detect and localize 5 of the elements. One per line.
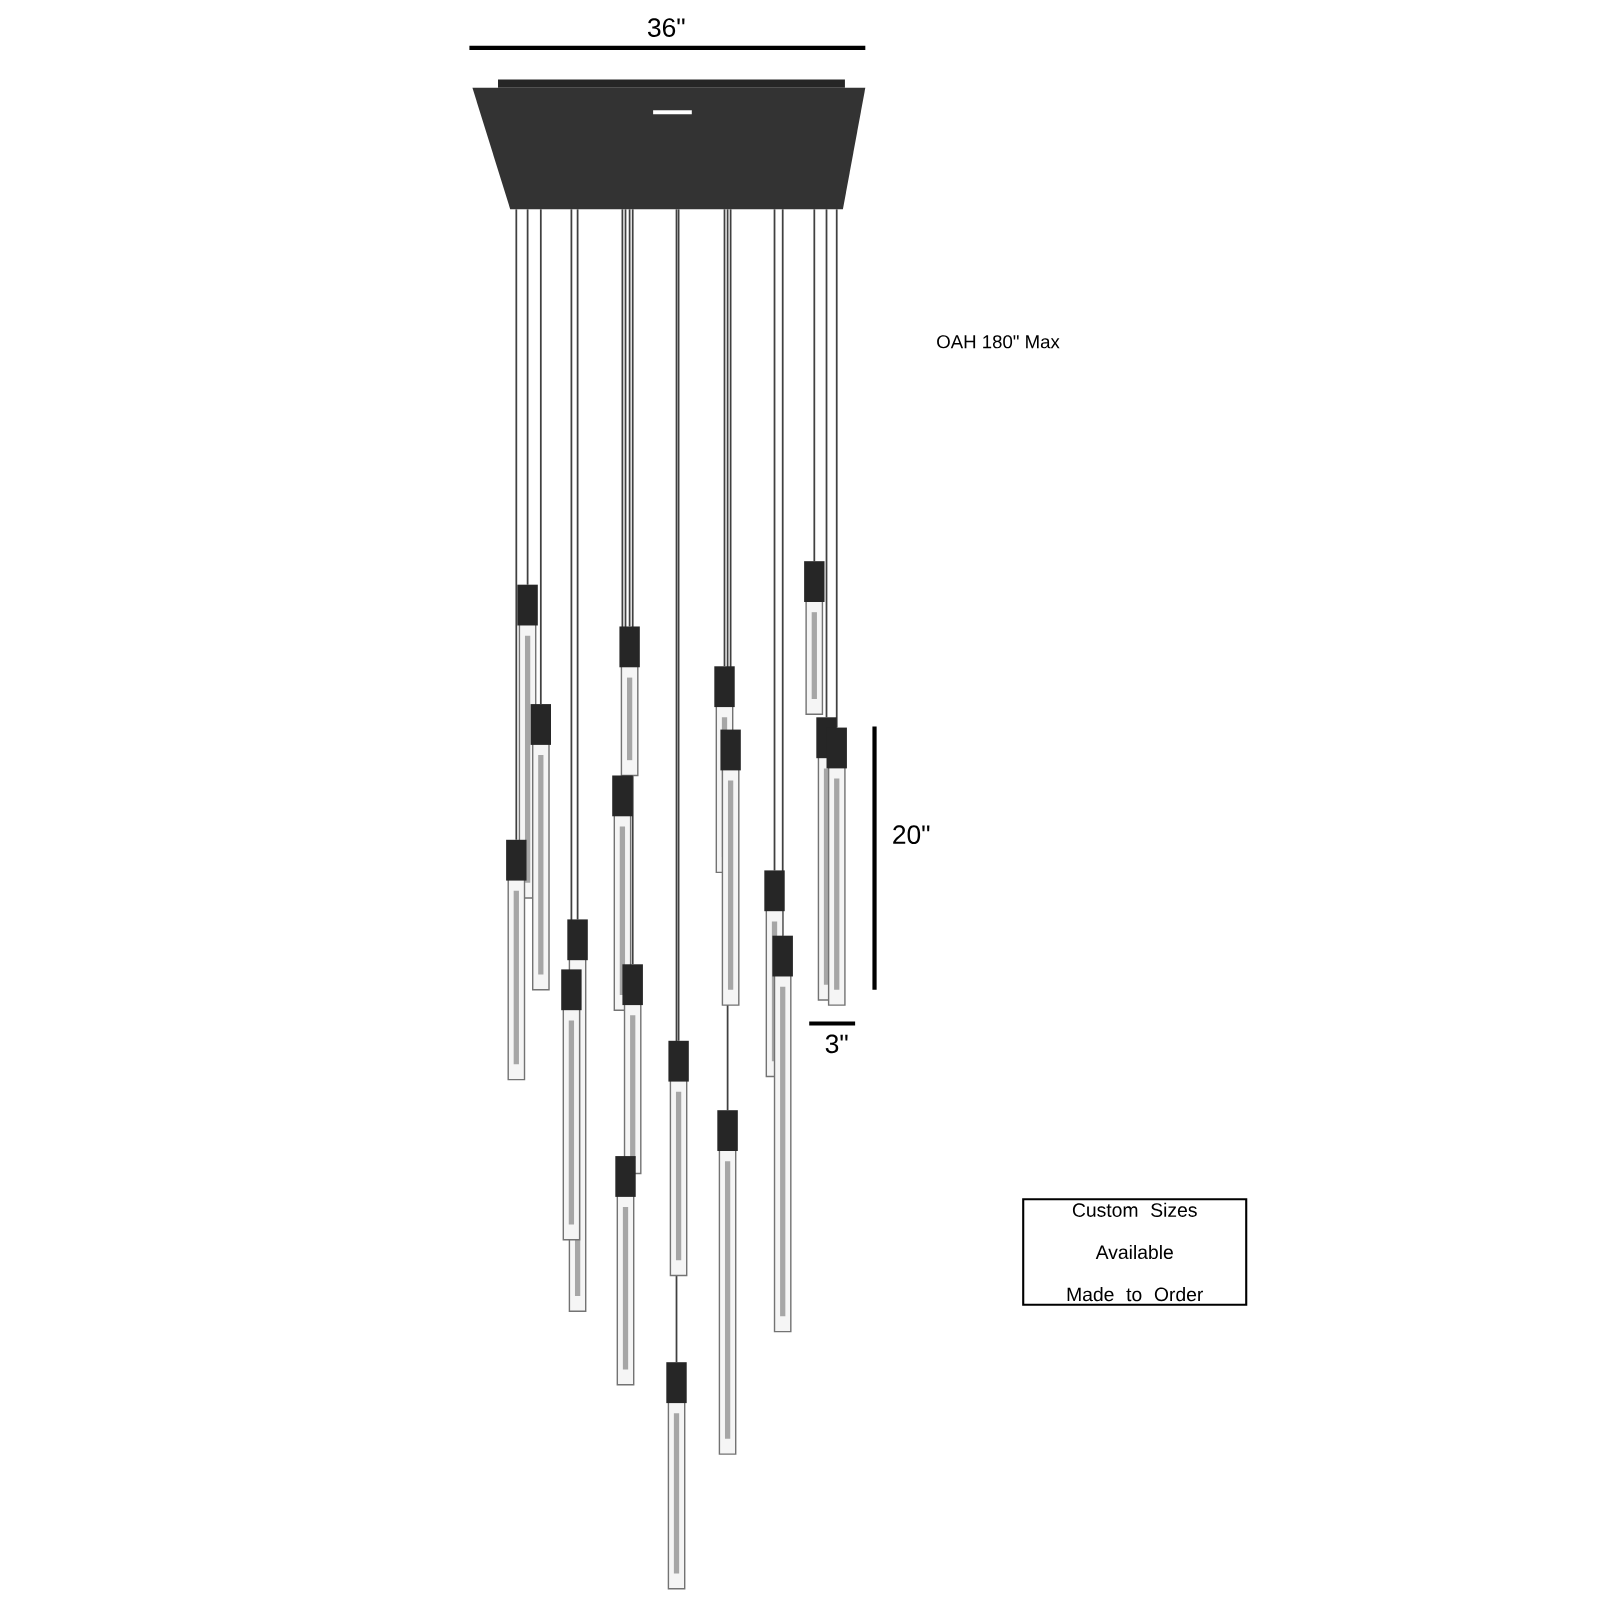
dimension-label: 3" bbox=[825, 1034, 848, 1054]
note-box: Custom Sizes Available Made to Order bbox=[1022, 1198, 1248, 1306]
dimension-label: 36" bbox=[647, 18, 685, 37]
dimension-label: OAH 180" Max bbox=[937, 335, 1060, 349]
dimension-label: 20" bbox=[893, 825, 930, 845]
